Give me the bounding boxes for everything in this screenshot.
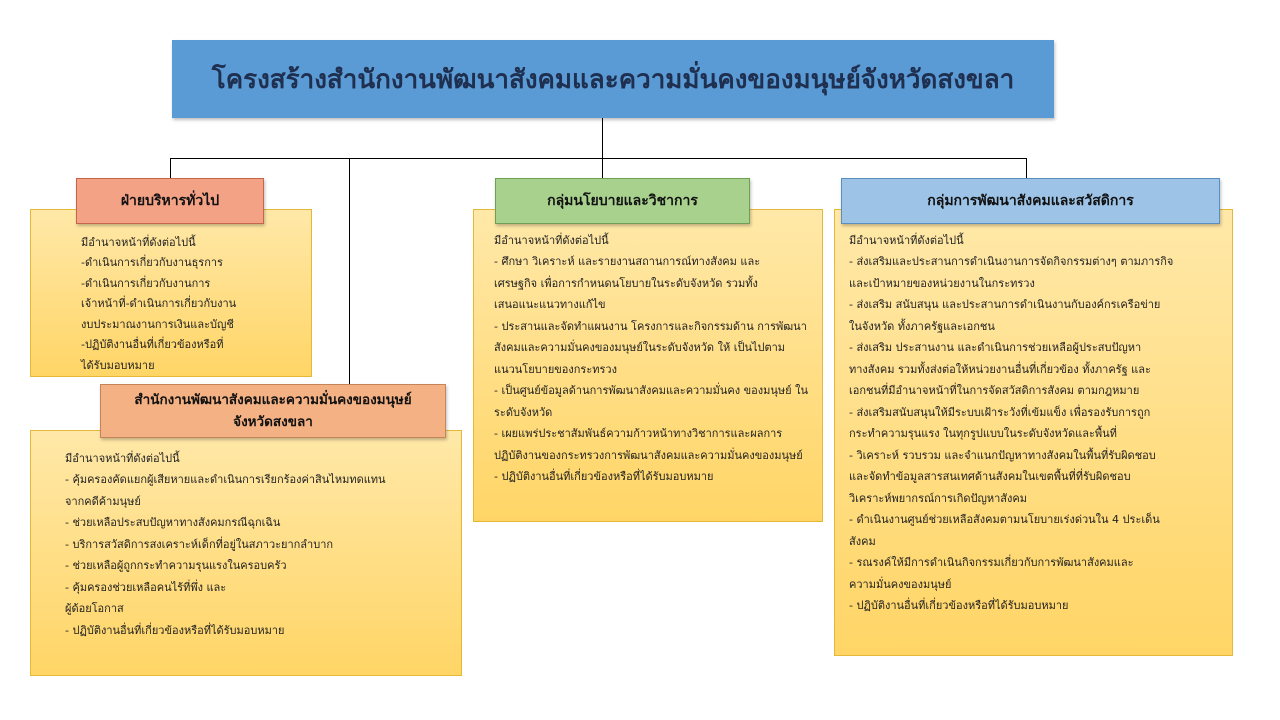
social-duty-item: - ดำเนินงานศูนย์ช่วยเหลือสังคมตามนโยบายเ… <box>849 513 1160 548</box>
admin-header-label: ฝ่ายบริหารทั่วไป <box>120 193 220 209</box>
policy-duty-item: - เป็นศูนย์ข้อมูลด้านการพัฒนาสังคมและควา… <box>494 384 809 419</box>
office-header-line2: จังหวัดสงขลา <box>233 414 313 430</box>
social-intro: มีอำนาจหน้าที่ดังต่อไปนี้ <box>849 234 964 247</box>
policy-intro: มีอำนาจหน้าที่ดังต่อไปนี้ <box>494 234 609 247</box>
social-duty-item: - ส่งเสริมและประสานการดำเนินงานการจัดกิจ… <box>849 255 1174 290</box>
admin-duty-list: -ดำเนินการเกี่ยวกับงานธุรการ -ดำเนินการเ… <box>81 253 301 376</box>
connector-title-down <box>602 118 603 158</box>
office-content-box: มีอำนาจหน้าที่ดังต่อไปนี้ - คุ้มครองคัดแ… <box>30 430 462 676</box>
social-content-box: มีอำนาจหน้าที่ดังต่อไปนี้ - ส่งเสริมและป… <box>834 209 1233 656</box>
admin-duty-item: -ดำเนินการเกี่ยวกับงานธุรการ <box>81 256 223 269</box>
office-duty-item: - คุ้มครองคัดแยกผู้เสียหายและดำเนินการเร… <box>65 473 386 508</box>
admin-intro: มีอำนาจหน้าที่ดังต่อไปนี้ <box>81 236 196 249</box>
connector-admin <box>170 158 171 178</box>
office-duty-item: - ช่วยเหลือผู้ถูกกระทำความรุนแรงในครอบคร… <box>65 559 287 572</box>
policy-duty-item: - ปฏิบัติงานอื่นที่เกี่ยวข้องหรือที่ได้ร… <box>494 470 714 483</box>
office-intro: มีอำนาจหน้าที่ดังต่อไปนี้ <box>65 452 180 465</box>
policy-content-box: มีอำนาจหน้าที่ดังต่อไปนี้ - ศึกษา วิเครา… <box>473 209 823 522</box>
connector-policy <box>602 158 603 178</box>
admin-header: ฝ่ายบริหารทั่วไป <box>76 178 264 224</box>
social-duty-item: - ส่งเสริม ประสานงาน และดำเนินการช่วยเหล… <box>849 341 1151 397</box>
office-duty-list: - คุ้มครองคัดแยกผู้เสียหายและดำเนินการเร… <box>65 469 451 641</box>
social-duty-item: - รณรงค์ให้มีการดำเนินกิจกรรมเกี่ยวกับกา… <box>849 556 1134 591</box>
office-header: สำนักงานพัฒนาสังคมและความมั่นคงของมนุษย์… <box>100 384 446 438</box>
org-title-box: โครงสร้างสำนักงานพัฒนาสังคมและความมั่นคง… <box>172 40 1054 118</box>
social-duty-item: - ส่งเสริม สนับสนุน และประสานการดำเนินงา… <box>849 298 1161 333</box>
social-duty-item: - ส่งเสริมสนับสนุนให้มีระบบเฝ้าระวังที่เ… <box>849 405 1151 441</box>
office-duty-item: - ช่วยเหลือประสบปัญหาทางสังคมกรณีฉุกเฉิน <box>65 516 281 529</box>
page-title: โครงสร้างสำนักงานพัฒนาสังคมและความมั่นคง… <box>211 64 1015 95</box>
policy-duty-item: - ประสานและจัดทำแผนงาน โครงการและกิจกรรม… <box>494 319 807 376</box>
social-header: กลุ่มการพัฒนาสังคมและสวัสดิการ <box>841 178 1220 224</box>
office-duty-item: - บริการสวัสดิการสงเคราะห์เด็กที่อยู่ในส… <box>65 537 334 551</box>
office-duty-item: - คุ้มครองช่วยเหลือคนไร้ที่พึ่ง และ ผู้ด… <box>65 580 227 616</box>
policy-header: กลุ่มนโยบายและวิชาการ <box>495 178 750 224</box>
policy-header-label: กลุ่มนโยบายและวิชาการ <box>547 193 698 209</box>
policy-duty-item: - เผยแพร่ประชาสัมพันธ์ความก้าวหน้าทางวิช… <box>494 427 803 462</box>
social-duty-list: - ส่งเสริมและประสานการดำเนินงานการจัดกิจ… <box>849 251 1226 617</box>
office-duty-item: - ปฏิบัติงานอื่นที่เกี่ยวข้องหรือที่ได้ร… <box>65 623 285 637</box>
connector-horizontal <box>170 158 1027 159</box>
policy-duty-item: - ศึกษา วิเคราะห์ และรายงานสถานการณ์ทางส… <box>494 255 761 311</box>
connector-office <box>349 158 350 384</box>
admin-duty-item: -ปฏิบัติงานอื่นที่เกี่ยวข้องหรือที่ ได้ร… <box>81 338 224 372</box>
admin-content-box: มีอำนาจหน้าที่ดังต่อไปนี้ -ดำเนินการเกี่… <box>30 209 312 377</box>
admin-duty-item: -ดำเนินการเกี่ยวกับงานการ เจ้าหน้าที่-ดำ… <box>81 276 237 331</box>
social-header-label: กลุ่มการพัฒนาสังคมและสวัสดิการ <box>927 193 1134 209</box>
social-duty-item: - ปฏิบัติงานอื่นที่เกี่ยวข้องหรือที่ได้ร… <box>849 599 1069 612</box>
office-header-line1: สำนักงานพัฒนาสังคมและความมั่นคงของมนุษย์ <box>134 392 412 408</box>
policy-duty-list: - ศึกษา วิเคราะห์ และรายงานสถานการณ์ทางส… <box>494 251 816 488</box>
connector-social <box>1026 158 1027 178</box>
social-duty-item: - วิเคราะห์ รวบรวม และจำแนกปัญหาทางสังคม… <box>849 448 1156 505</box>
